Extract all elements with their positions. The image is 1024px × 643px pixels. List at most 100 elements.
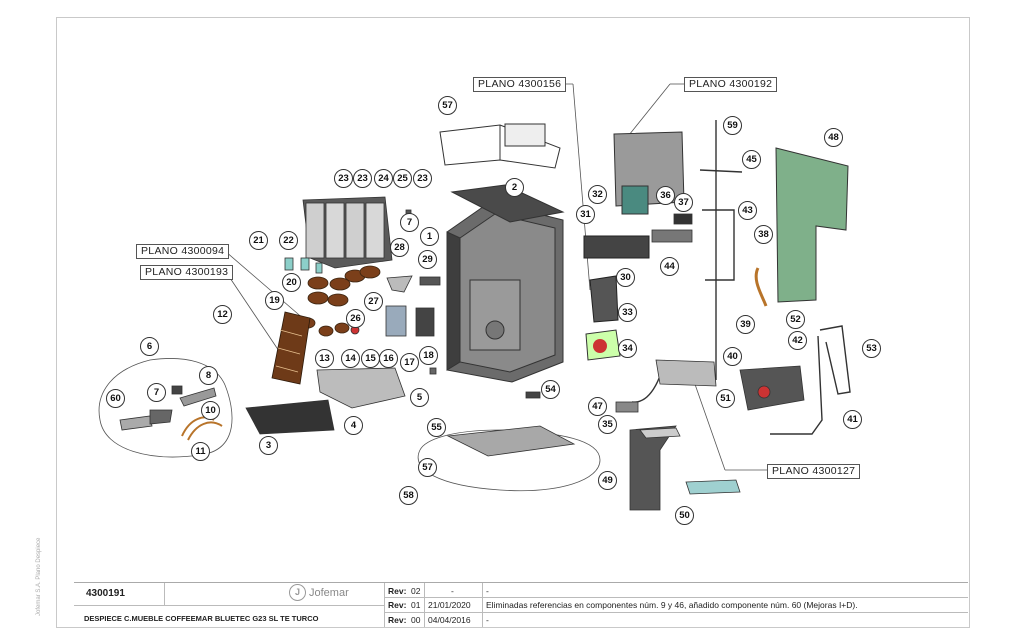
part-callout: 32: [588, 185, 607, 204]
part-callout: 43: [738, 201, 757, 220]
plano-label-4300193: PLANO 4300193: [140, 265, 234, 280]
part-callout: 34: [618, 339, 637, 358]
part-callout: 28: [390, 238, 409, 257]
part-callout: 11: [191, 442, 210, 461]
fan: [621, 185, 649, 215]
part-callout: 14: [341, 349, 360, 368]
part-callout: 27: [364, 292, 383, 311]
top-frame: [439, 123, 561, 169]
part-callout: 6: [140, 337, 159, 356]
part-callout: 57: [418, 458, 437, 477]
jofemar-logo-icon: J: [289, 584, 306, 601]
part-callout: 16: [379, 349, 398, 368]
part-callout: 51: [716, 389, 735, 408]
part-callout: 29: [418, 250, 437, 269]
part-callout: 17: [400, 353, 419, 372]
rev-number: 02: [411, 586, 421, 596]
part-callout: 1: [420, 227, 439, 246]
part-callout: 3: [259, 436, 278, 455]
part-callout: 36: [656, 186, 675, 205]
part-callout: 2: [505, 178, 524, 197]
rev-date: -: [451, 586, 454, 596]
part-callout: 47: [588, 397, 607, 416]
part-callout: 45: [742, 150, 761, 169]
part-callout: 39: [736, 315, 755, 334]
part-callout: 23: [334, 169, 353, 188]
whipper-assembly: [271, 311, 311, 385]
part-callout: 20: [282, 273, 301, 292]
part-callout: 4: [344, 416, 363, 435]
part-callout: 58: [399, 486, 418, 505]
part-callout: 23: [353, 169, 372, 188]
part-callout: 53: [862, 339, 881, 358]
drawing-code: 4300191: [86, 588, 125, 599]
part-callout: 10: [201, 401, 220, 420]
group-6-parts: [119, 385, 223, 441]
cabinet: [446, 184, 565, 383]
rev-note: -: [486, 586, 489, 596]
power-board: [775, 147, 849, 303]
part-callout: 40: [723, 347, 742, 366]
part-callout: 31: [576, 205, 595, 224]
part-callout: 22: [279, 231, 298, 250]
part-callout: 35: [598, 415, 617, 434]
part-callout: 12: [213, 305, 232, 324]
part-callout: 54: [541, 380, 560, 399]
rev-label: Rev:: [388, 600, 407, 610]
part-callout: 5: [410, 388, 429, 407]
part-callout: 38: [754, 225, 773, 244]
part-callout: 25: [393, 169, 412, 188]
part-callout: 50: [675, 506, 694, 525]
small-parts: [245, 209, 441, 435]
part-callout: 57: [438, 96, 457, 115]
part-callout: 55: [427, 418, 446, 437]
part-callout: 13: [315, 349, 334, 368]
part-callout: 24: [374, 169, 393, 188]
part-callout: 23: [413, 169, 432, 188]
part-callout: 19: [265, 291, 284, 310]
part-callout: 33: [618, 303, 637, 322]
rev-label: Rev:: [388, 586, 407, 596]
product-canisters: [302, 196, 393, 269]
part-callout: 59: [723, 116, 742, 135]
plano-label-4300094: PLANO 4300094: [136, 244, 230, 259]
part-callout: 30: [616, 268, 635, 287]
misc-right-parts: [525, 213, 805, 511]
jofemar-logo: J Jofemar: [289, 584, 349, 601]
part-callout: 41: [843, 410, 862, 429]
part-callout: 18: [419, 346, 438, 365]
part-callout: 37: [674, 193, 693, 212]
rev-note: Eliminadas referencias en componentes nú…: [486, 600, 858, 610]
part-callout: 44: [660, 257, 679, 276]
rev-label: Rev:: [388, 615, 407, 625]
part-callout: 7: [147, 383, 166, 402]
plano-label-4300156: PLANO 4300156: [473, 77, 567, 92]
boiler: [589, 275, 619, 323]
part-callout: 21: [249, 231, 268, 250]
vertical-credit: Jofemar S.A. Plano Despiece: [36, 537, 42, 616]
group-58-outline: [417, 429, 601, 492]
rev-number: 01: [411, 600, 421, 610]
part-callout: 8: [199, 366, 218, 385]
part-callout: 60: [106, 389, 125, 408]
sheet-frame: [56, 17, 970, 628]
title-block: 4300191 DESPIECE C.MUEBLE COFFEEMAR BLUE…: [74, 582, 968, 627]
rev-date: 21/01/2020: [428, 600, 471, 610]
drip-tray: [446, 425, 576, 457]
part-callout: 26: [346, 309, 365, 328]
part-callout: 15: [361, 349, 380, 368]
plano-label-4300127: PLANO 4300127: [767, 464, 861, 479]
part-callout: 7: [400, 213, 419, 232]
relay-board: [583, 235, 650, 259]
rev-date: 04/04/2016: [428, 615, 471, 625]
plano-label-4300192: PLANO 4300192: [684, 77, 778, 92]
rev-number: 00: [411, 615, 421, 625]
drawing-description: DESPIECE C.MUEBLE COFFEEMAR BLUETEC G23 …: [84, 614, 319, 623]
part-callout: 42: [788, 331, 807, 350]
rev-note: -: [486, 615, 489, 625]
part-callout: 49: [598, 471, 617, 490]
part-callout: 48: [824, 128, 843, 147]
part-callout: 52: [786, 310, 805, 329]
